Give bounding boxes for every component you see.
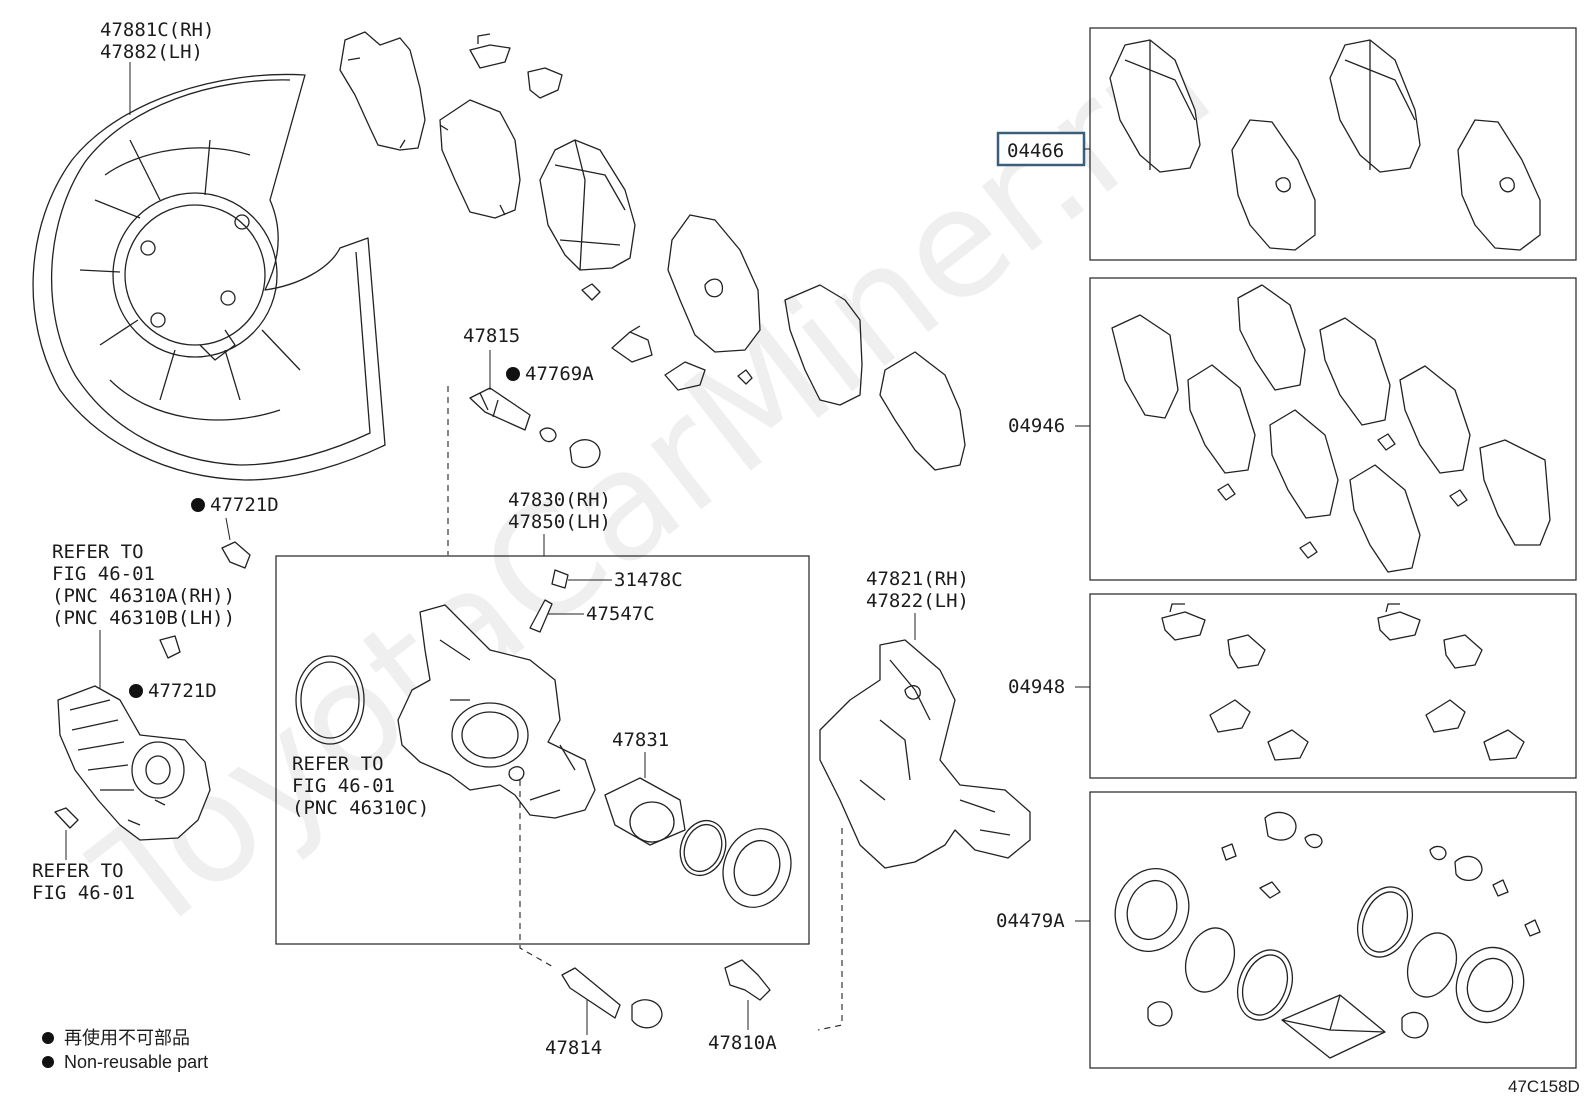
label-47721d-mid: 47721D (148, 680, 217, 702)
caliper-mount-drawing (819, 639, 1031, 869)
non-reusable-dot (129, 684, 143, 698)
label-04479a: 04479A (996, 910, 1065, 932)
label-04948: 04948 (1008, 676, 1065, 698)
label-47721d-top: 47721D (210, 494, 279, 516)
guide-pin-47814-drawing (561, 967, 663, 1035)
bleeder-cap-drawing (551, 569, 569, 589)
label-47547c: 47547C (586, 603, 655, 625)
o-ring-drawing (295, 655, 365, 745)
label-31478c: 31478C (614, 569, 683, 591)
bolt-47810a-drawing (724, 959, 771, 1030)
kit-04946-shims (1111, 284, 1551, 573)
legend: 再使用不可部品 Non-reusable part (42, 1028, 208, 1072)
label-04946: 04946 (1008, 415, 1065, 437)
figure-code: 47C158D (1508, 1077, 1580, 1096)
parking-motor-drawing (57, 685, 211, 841)
kit-box-04479a (1089, 791, 1577, 1069)
label-dust-shield: 47881C(RH) 47882(LH) (100, 19, 226, 63)
non-reusable-dot (191, 498, 205, 512)
bolt-drawing (221, 541, 251, 569)
label-47831: 47831 (612, 729, 669, 751)
kit-box-04466 (1089, 27, 1577, 261)
label-47769a: 47769A (525, 363, 594, 385)
label-mount: 47821(RH) 47822(LH) (866, 568, 980, 612)
caliper-body-drawing (397, 604, 596, 819)
label-refer-oring: REFER TO FIG 46-01 (PNC 46310C) (292, 753, 429, 819)
legend-jp: 再使用不可部品 (64, 1028, 190, 1048)
label-04466[interactable]: 04466 (1007, 140, 1064, 162)
plug-drawing (54, 807, 79, 829)
bleeder-screw-drawing (529, 599, 553, 633)
label-47810a: 47810A (708, 1032, 777, 1054)
kit-04479a-seals (1114, 811, 1541, 1059)
bolt-drawing (159, 635, 181, 659)
label-47815: 47815 (463, 325, 520, 347)
label-47814: 47814 (545, 1037, 602, 1059)
dust-shield-drawing (32, 62, 386, 481)
label-refer-motor: REFER TO FIG 46-01 (PNC 46310A(RH)) (PNC… (52, 541, 246, 629)
caliper-assembly-box (275, 555, 810, 945)
kit-box-04948 (1089, 593, 1577, 779)
kit-box-04946 (1089, 277, 1577, 581)
label-refer-plug: REFER TO FIG 46-01 (32, 860, 135, 904)
kit-04466-pads (1109, 39, 1541, 251)
guide-pin-drawing (447, 350, 601, 555)
piston-drawing (604, 752, 792, 908)
anti-squeal-shims-drawing (339, 31, 966, 471)
kit-04948-clips (1161, 603, 1525, 761)
non-reusable-dot (506, 367, 520, 381)
brake-pads-drawing (539, 139, 761, 353)
label-caliper: 47830(RH) 47850(LH) (508, 489, 622, 533)
pad-clips-drawing (469, 33, 753, 391)
kit-04466-label-box[interactable] (996, 131, 1086, 167)
legend-en: Non-reusable part (64, 1052, 208, 1072)
